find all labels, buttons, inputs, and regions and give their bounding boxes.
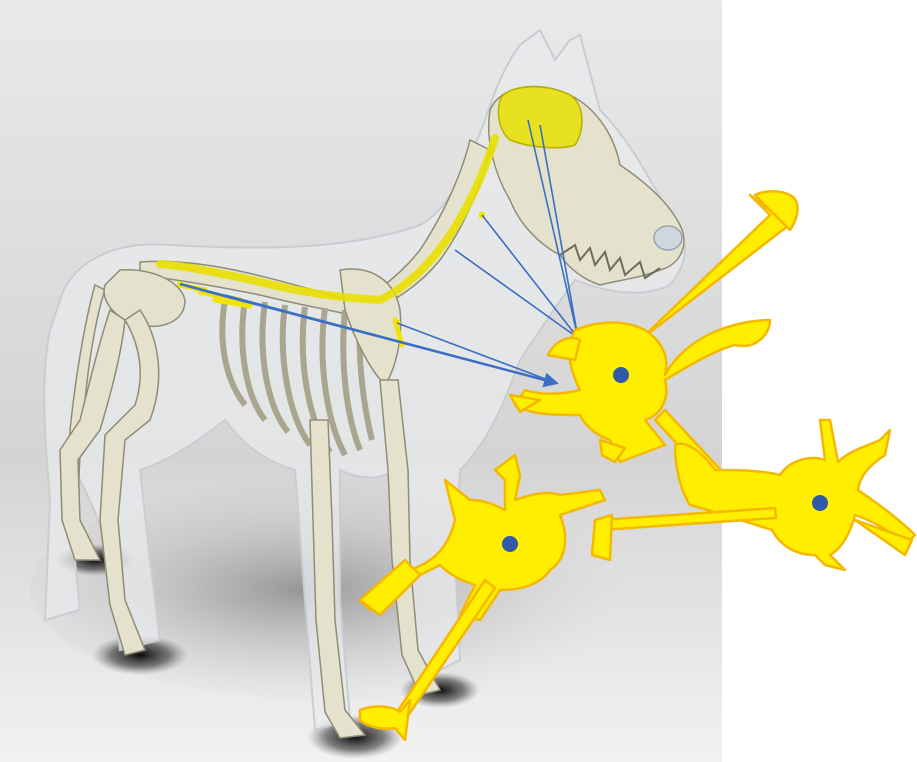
nucleus — [502, 536, 518, 552]
nose — [654, 226, 682, 250]
nucleus — [812, 495, 828, 511]
brain-highlight — [499, 87, 582, 148]
nucleus — [613, 367, 629, 383]
